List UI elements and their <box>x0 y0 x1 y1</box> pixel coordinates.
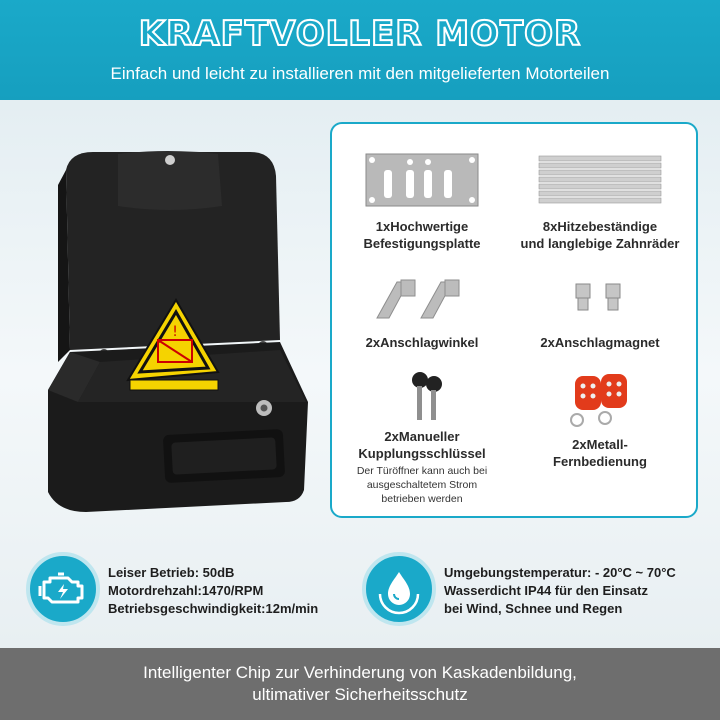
page-title: KRAFTVOLLER MOTOR <box>138 13 582 55</box>
motor-speed-text: Motordrehzahl:1470/RPM <box>108 583 264 598</box>
engine-spec-badge <box>26 552 100 626</box>
part-mounting-plate: 1xHochwertige Befestigungsplatte <box>332 152 512 252</box>
waterproof-spec-badge <box>362 552 436 626</box>
gear-rack-icon <box>538 155 662 204</box>
part-gear-racks: 8xHitzebeständige und langlebige Zahnräd… <box>510 152 690 252</box>
stop-bracket-icon <box>376 279 460 319</box>
mounting-plate-icon <box>365 153 479 207</box>
part-remotes-label2: Fernbedienung <box>553 454 647 469</box>
part-release-keys-note2: ausgeschaltetem Strom <box>366 479 478 491</box>
footer-line-2: ultimativer Sicherheitsschutz <box>252 685 468 704</box>
svg-text:!: ! <box>172 324 178 340</box>
part-stop-magnets-label: 2xAnschlagmagnet <box>540 335 660 350</box>
page-subtitle: Einfach und leicht zu installieren mit d… <box>110 64 610 83</box>
part-mounting-plate-label2: Befestigungsplatte <box>363 236 481 251</box>
part-release-keys-note1: Der Türöffner kann auch bei <box>356 465 488 477</box>
gate-motor-image: ! <box>48 151 308 512</box>
included-parts-panel: 1xHochwertige Befestigungsplatte 8xHitze… <box>330 122 698 518</box>
footer-line-1: Intelligenter Chip zur Verhinderung von … <box>143 663 577 682</box>
key-icon <box>412 372 442 420</box>
part-gear-racks-label2: und langlebige Zahnräder <box>520 236 680 251</box>
temperature-range-text: Umgebungstemperatur: - 20°C ~ 70°C <box>444 565 676 580</box>
part-release-keys-label2: Kupplungsschlüssel <box>358 446 486 461</box>
waterproof-rating-text: Wasserdicht IP44 für den Einsatz <box>444 583 648 598</box>
part-release-keys: 2xManueller Kupplungsschlüssel Der Türöf… <box>332 370 512 506</box>
part-mounting-plate-label1: 1xHochwertige <box>375 219 469 234</box>
water-drop-icon <box>378 572 420 615</box>
remote-control-icon <box>570 374 627 427</box>
footer-banner: Intelligenter Chip zur Verhinderung von … <box>0 648 720 720</box>
operating-speed-text: Betriebsgeschwindigkeit:12m/min <box>108 601 319 616</box>
stop-magnet-icon <box>575 283 621 311</box>
engine-spec-text: Leiser Betrieb: 50dB Motordrehzahl:1470/… <box>108 564 318 618</box>
header-banner: KRAFTVOLLER MOTOR Einfach und leicht zu … <box>0 0 720 100</box>
part-release-keys-note3: betrieben werden <box>381 493 463 505</box>
part-stop-brackets: 2xAnschlagwinkel <box>332 270 512 351</box>
part-stop-brackets-label: 2xAnschlagwinkel <box>365 335 479 350</box>
weather-use-text: bei Wind, Schnee und Regen <box>444 601 623 616</box>
environment-spec-text: Umgebungstemperatur: - 20°C ~ 70°C Wasse… <box>444 564 676 618</box>
part-remotes-label1: 2xMetall- <box>572 437 628 452</box>
part-release-keys-label1: 2xManueller <box>384 429 460 444</box>
part-stop-magnets: 2xAnschlagmagnet <box>510 270 690 351</box>
noise-level-text: Leiser Betrieb: 50dB <box>108 565 235 580</box>
part-gear-racks-label1: 8xHitzebeständige <box>542 219 658 234</box>
part-remotes: 2xMetall- Fernbedienung <box>510 370 690 470</box>
engine-icon <box>38 572 84 604</box>
